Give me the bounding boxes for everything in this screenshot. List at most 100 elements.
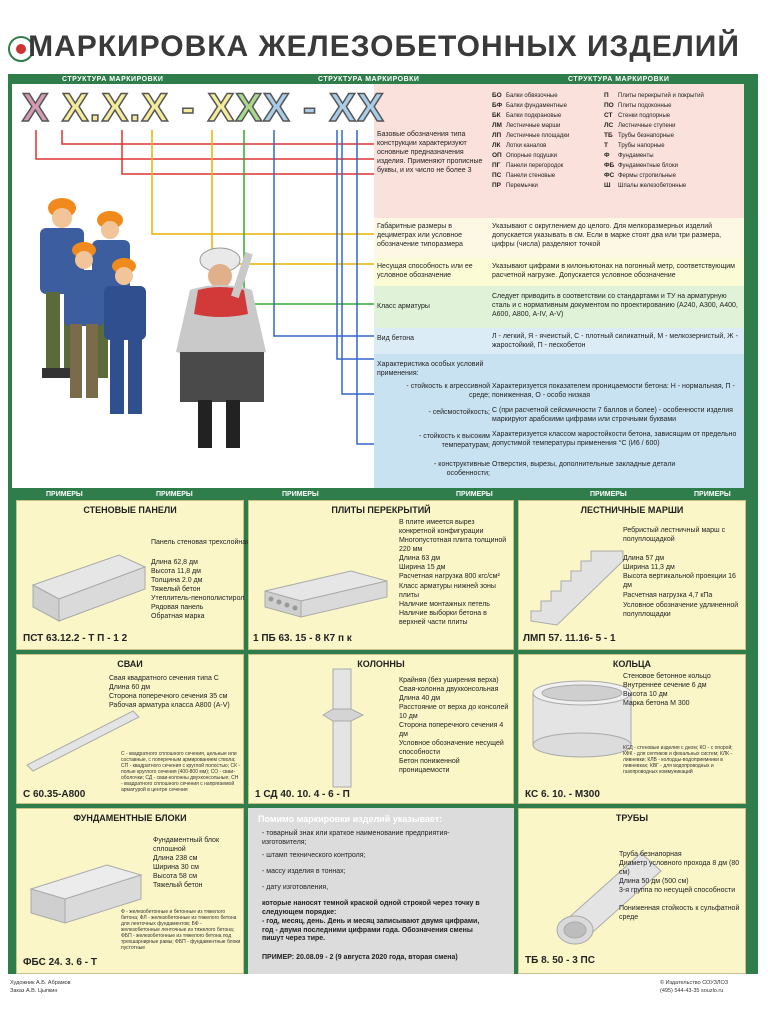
row-concrete-left: Вид бетона xyxy=(377,335,414,342)
card-columns: КОЛОННЫ Крайняя (без уширения верха) Сва… xyxy=(248,654,514,804)
wall-code: ПСТ 63.12.2 - Т П - 1 2 xyxy=(23,633,128,644)
row-special-bg xyxy=(374,354,744,488)
row-rebar-right: Следует приводить в соответствии со стан… xyxy=(492,293,738,318)
abbr-left-value: Лестничные площадки xyxy=(506,133,570,139)
abbr-left-key: ОП xyxy=(492,152,502,159)
stairs-label-3: Ширина 11,3 дм xyxy=(623,564,675,571)
extra-line-5: которые наносят темной краской одной стр… xyxy=(262,900,480,916)
examples-label-4: ПРИМЕРЫ xyxy=(456,491,493,498)
abbr-left-value: Лотки каналов xyxy=(506,143,547,149)
pipes-label-5: Пониженная стойкость к сульфатной среде xyxy=(619,905,740,921)
columns-code: 1 СД 40. 10. 4 - 6 - П xyxy=(255,789,350,800)
columns-label-1: Крайняя (без уширения верха) xyxy=(399,677,499,684)
abbr-left-value: Балки обвязочные xyxy=(506,93,558,99)
abbr-left-value: Балки фундаментные xyxy=(506,103,567,109)
columns-label-3: Длина 40 дм xyxy=(399,695,441,702)
slab-label-5: Расчетная нагрузка 800 кгс/см² xyxy=(399,573,500,580)
blocks-label-3: Ширина 30 см xyxy=(153,864,199,871)
special-4-right: Отверстия, вырезы, дополнительные заклад… xyxy=(492,461,676,468)
row-load-right: Указывают цифрами в килоньютонах на пого… xyxy=(492,263,735,279)
abbr-right-value: Фермы стропильные xyxy=(618,173,676,179)
rings-label-1: Стеновое бетонное кольцо xyxy=(623,673,711,680)
examples-label-6: ПРИМЕРЫ xyxy=(694,491,731,498)
extra-line-6: - год, месяц, день. День и месяц записыв… xyxy=(262,918,480,942)
abbr-right-value: Фундаменты xyxy=(618,153,654,159)
abbr-left-key: ЛК xyxy=(492,142,501,149)
pipes-code: ТБ 8. 50 - 3 ПС xyxy=(525,955,595,966)
pile-shape xyxy=(26,710,140,772)
code-part-1: Х xyxy=(21,85,50,131)
row-base-bg xyxy=(374,84,744,218)
row-size-left: Габаритные размеры в дециметрах или усло… xyxy=(377,223,463,248)
rings-code: КС 6. 10. - М300 xyxy=(525,789,600,800)
card-title: СВАИ xyxy=(117,659,143,669)
footer-author: Художник А.Б. Абрамов xyxy=(10,980,71,986)
extra-line-1: - товарный знак или краткое наименование… xyxy=(262,830,450,846)
slab-label-1: В плите имеется вырез конкретной конфигу… xyxy=(399,519,484,535)
extra-line-4: - дату изготовления, xyxy=(262,884,329,891)
wall-label-1: Панель стеновая трехслойная xyxy=(151,539,250,546)
card-title: ТРУБЫ xyxy=(615,813,649,823)
stairs-code: ЛМП 57. 11.16- 5 - 1 xyxy=(523,633,616,644)
piles-label-4: Рабочая арматура класса А800 (А-V) xyxy=(109,702,230,709)
abbr-left-key: БК xyxy=(492,112,501,119)
code-part-6: ХХ xyxy=(329,85,385,131)
row-rebar-left: Класс арматуры xyxy=(377,303,430,310)
wall-label-7: Рядовая панель xyxy=(151,604,204,611)
abbr-left-key: ЛП xyxy=(492,132,502,139)
footer-publisher: © Издательство СОУЗЛОЗ xyxy=(660,980,729,986)
examples-label-2: ПРИМЕРЫ xyxy=(156,491,193,498)
piles-label-3: Сторона поперечного сечения 35 см xyxy=(109,693,228,700)
abbr-right-value: Лестничные ступени xyxy=(618,123,676,129)
row-concrete-right: Л - легкий, Я - ячеистый, С - плотный си… xyxy=(492,333,738,349)
workers-illustration xyxy=(40,198,266,448)
card-title: ЛЕСТНИЧНЫЕ МАРШИ xyxy=(580,505,684,515)
slab-label-4: Ширина 15 дм xyxy=(399,564,446,571)
columns-label-4: Расстояние от верха до консолей 10 дм xyxy=(399,704,509,720)
row-load-bg xyxy=(374,258,744,286)
slab-shape xyxy=(264,570,388,618)
abbr-right-key: ФБ xyxy=(604,162,615,169)
card-title: КОЛЬЦА xyxy=(612,659,652,669)
wall-label-4: Толщина 2.0 дм xyxy=(151,577,203,584)
block-shape xyxy=(29,864,143,924)
abbr-right-value: Трубы напорные xyxy=(618,143,665,149)
wall-label-8: Обратная марка xyxy=(151,613,205,620)
structure-header-3: СТРУКТУРА МАРКИРОВКИ xyxy=(568,76,670,83)
columns-label-2: Свая-колонна двухконсольная xyxy=(399,686,499,693)
structure-header-1: СТРУКТУРА МАРКИРОВКИ xyxy=(62,76,164,83)
card-extra-info: Помимо маркировки изделий указывает: - т… xyxy=(248,808,514,974)
row-special-left: Характеристика особых условий применения… xyxy=(377,361,484,377)
abbr-left-key: ПС xyxy=(492,172,502,179)
abbr-right-value: Плиты перекрытий и покрытий xyxy=(618,93,704,99)
slab-label-6: Класс арматуры нижней зоны плиты xyxy=(399,583,496,599)
code-part-4: Х xyxy=(235,85,264,131)
rings-label-3: Высота 10 дм xyxy=(623,691,668,698)
abbr-left-value: Перемычки xyxy=(506,183,538,189)
row-size-right: Указывают с округлением до целого. Для м… xyxy=(492,223,722,248)
code-part-3: Х xyxy=(207,85,236,131)
structure-header-2: СТРУКТУРА МАРКИРОВКИ xyxy=(318,76,420,83)
marking-code: Х Х.Х.Х - ХХХ - ХХ xyxy=(21,85,385,131)
special-1-right: Характеризуется показателем проницаемост… xyxy=(492,383,735,399)
abbr-right-key: Ш xyxy=(604,182,611,189)
pipes-label-4: 3-я группа по несущей способности xyxy=(619,887,736,894)
piles-label-1: Свая квадратного сечения типа С xyxy=(109,675,219,682)
slab-label-8: Наличие выборки бетона в верхней части п… xyxy=(399,610,487,626)
abbr-left-value: Панели стеновые xyxy=(506,173,556,179)
abbr-left-key: БФ xyxy=(492,102,503,109)
examples-label-1: ПРИМЕРЫ xyxy=(46,491,83,498)
abbr-right-key: СТ xyxy=(604,112,613,119)
